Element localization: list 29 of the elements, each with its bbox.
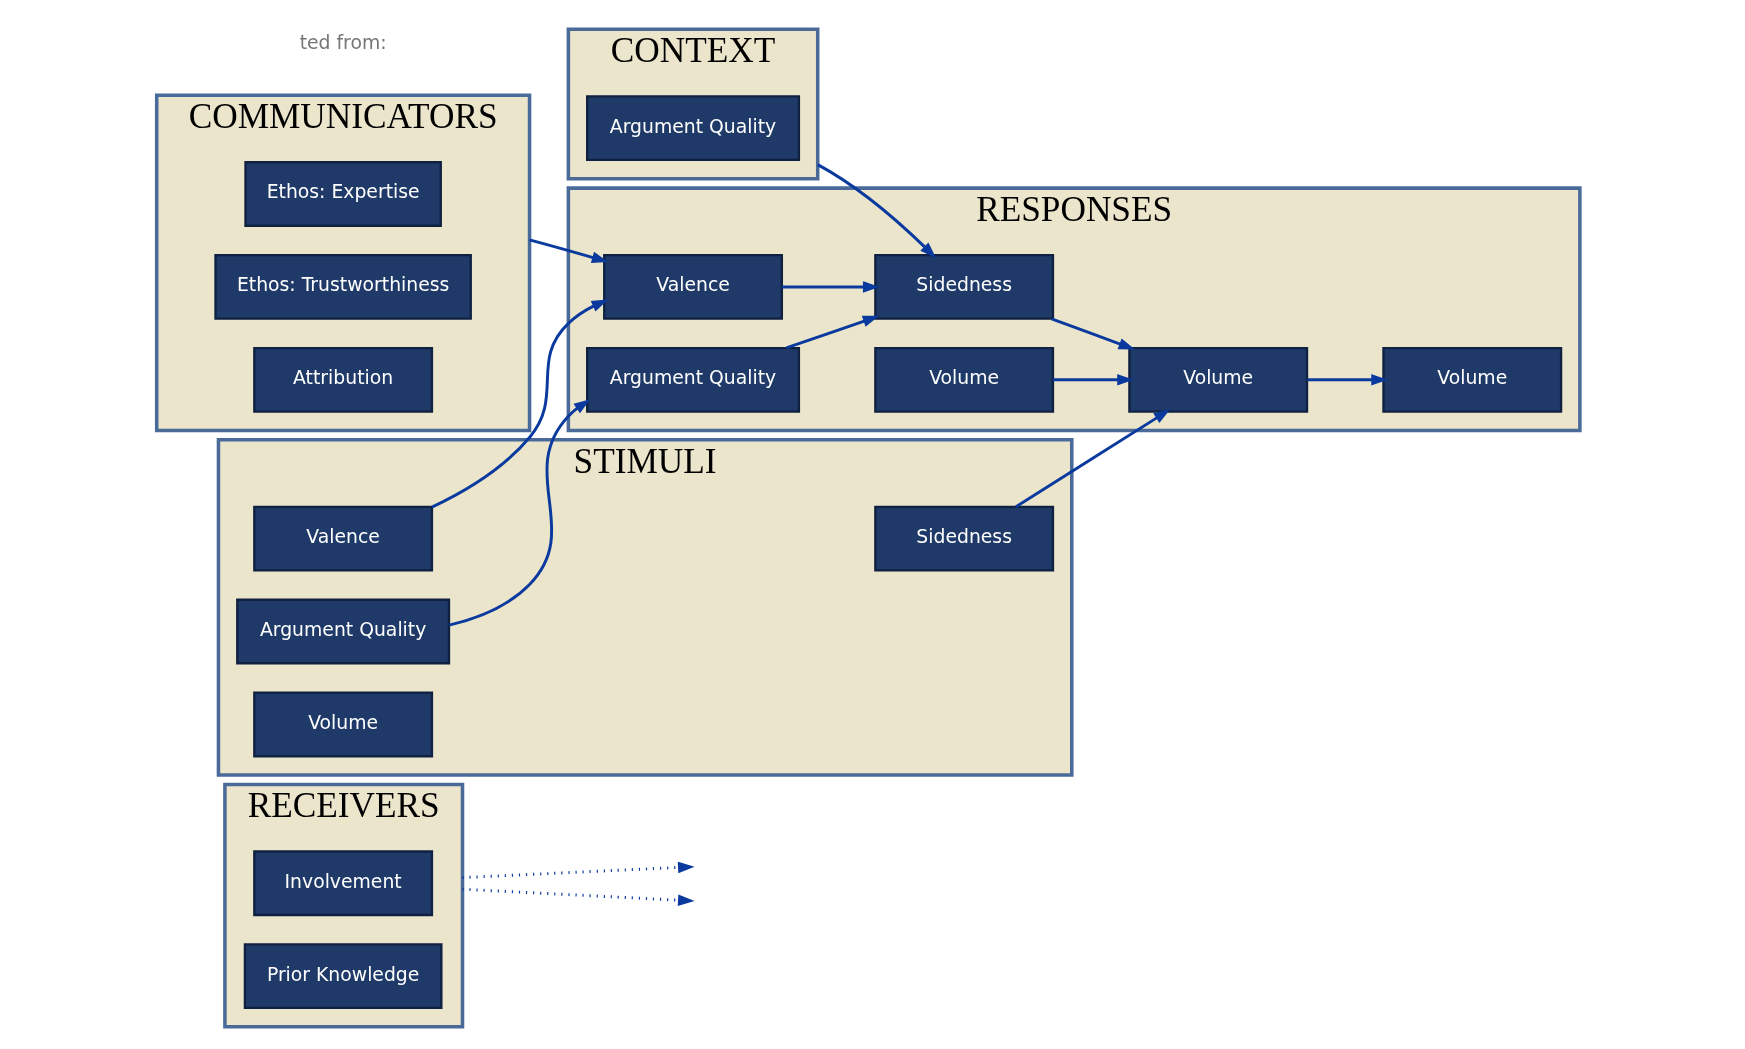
node-box: Valence [252, 505, 433, 572]
arrow [781, 281, 879, 293]
node-box: Volume [873, 346, 1054, 413]
arrow [1052, 374, 1134, 386]
arrow [448, 399, 590, 627]
node-box: Argument Quality [235, 598, 450, 665]
arrow [785, 315, 879, 350]
arrow [816, 163, 936, 259]
node-box: Volume [252, 691, 433, 758]
node-box: Argument Quality [585, 95, 800, 162]
node-box: Prior Knowledge [243, 943, 442, 1010]
arrow [1050, 317, 1135, 350]
arrow [528, 238, 608, 263]
node-box: Volume [1381, 346, 1562, 413]
node-box: Volume [1127, 346, 1308, 413]
arrow [430, 299, 608, 509]
node-box: Ethos: Expertise [243, 161, 442, 227]
arrow [461, 861, 695, 880]
node-box: Involvement [252, 850, 433, 917]
arrow [1014, 409, 1170, 508]
label: ted from: [299, 32, 387, 54]
arrow [461, 887, 695, 906]
node-box: Valence [602, 253, 783, 320]
node-box: Sidedness [873, 253, 1054, 320]
node-box: Argument Quality [585, 346, 800, 413]
node-box: Attribution [252, 346, 433, 413]
arrow [1306, 374, 1388, 386]
node-box: Ethos: Trustworthiness [213, 253, 472, 320]
node-box: Sidedness [873, 505, 1054, 572]
